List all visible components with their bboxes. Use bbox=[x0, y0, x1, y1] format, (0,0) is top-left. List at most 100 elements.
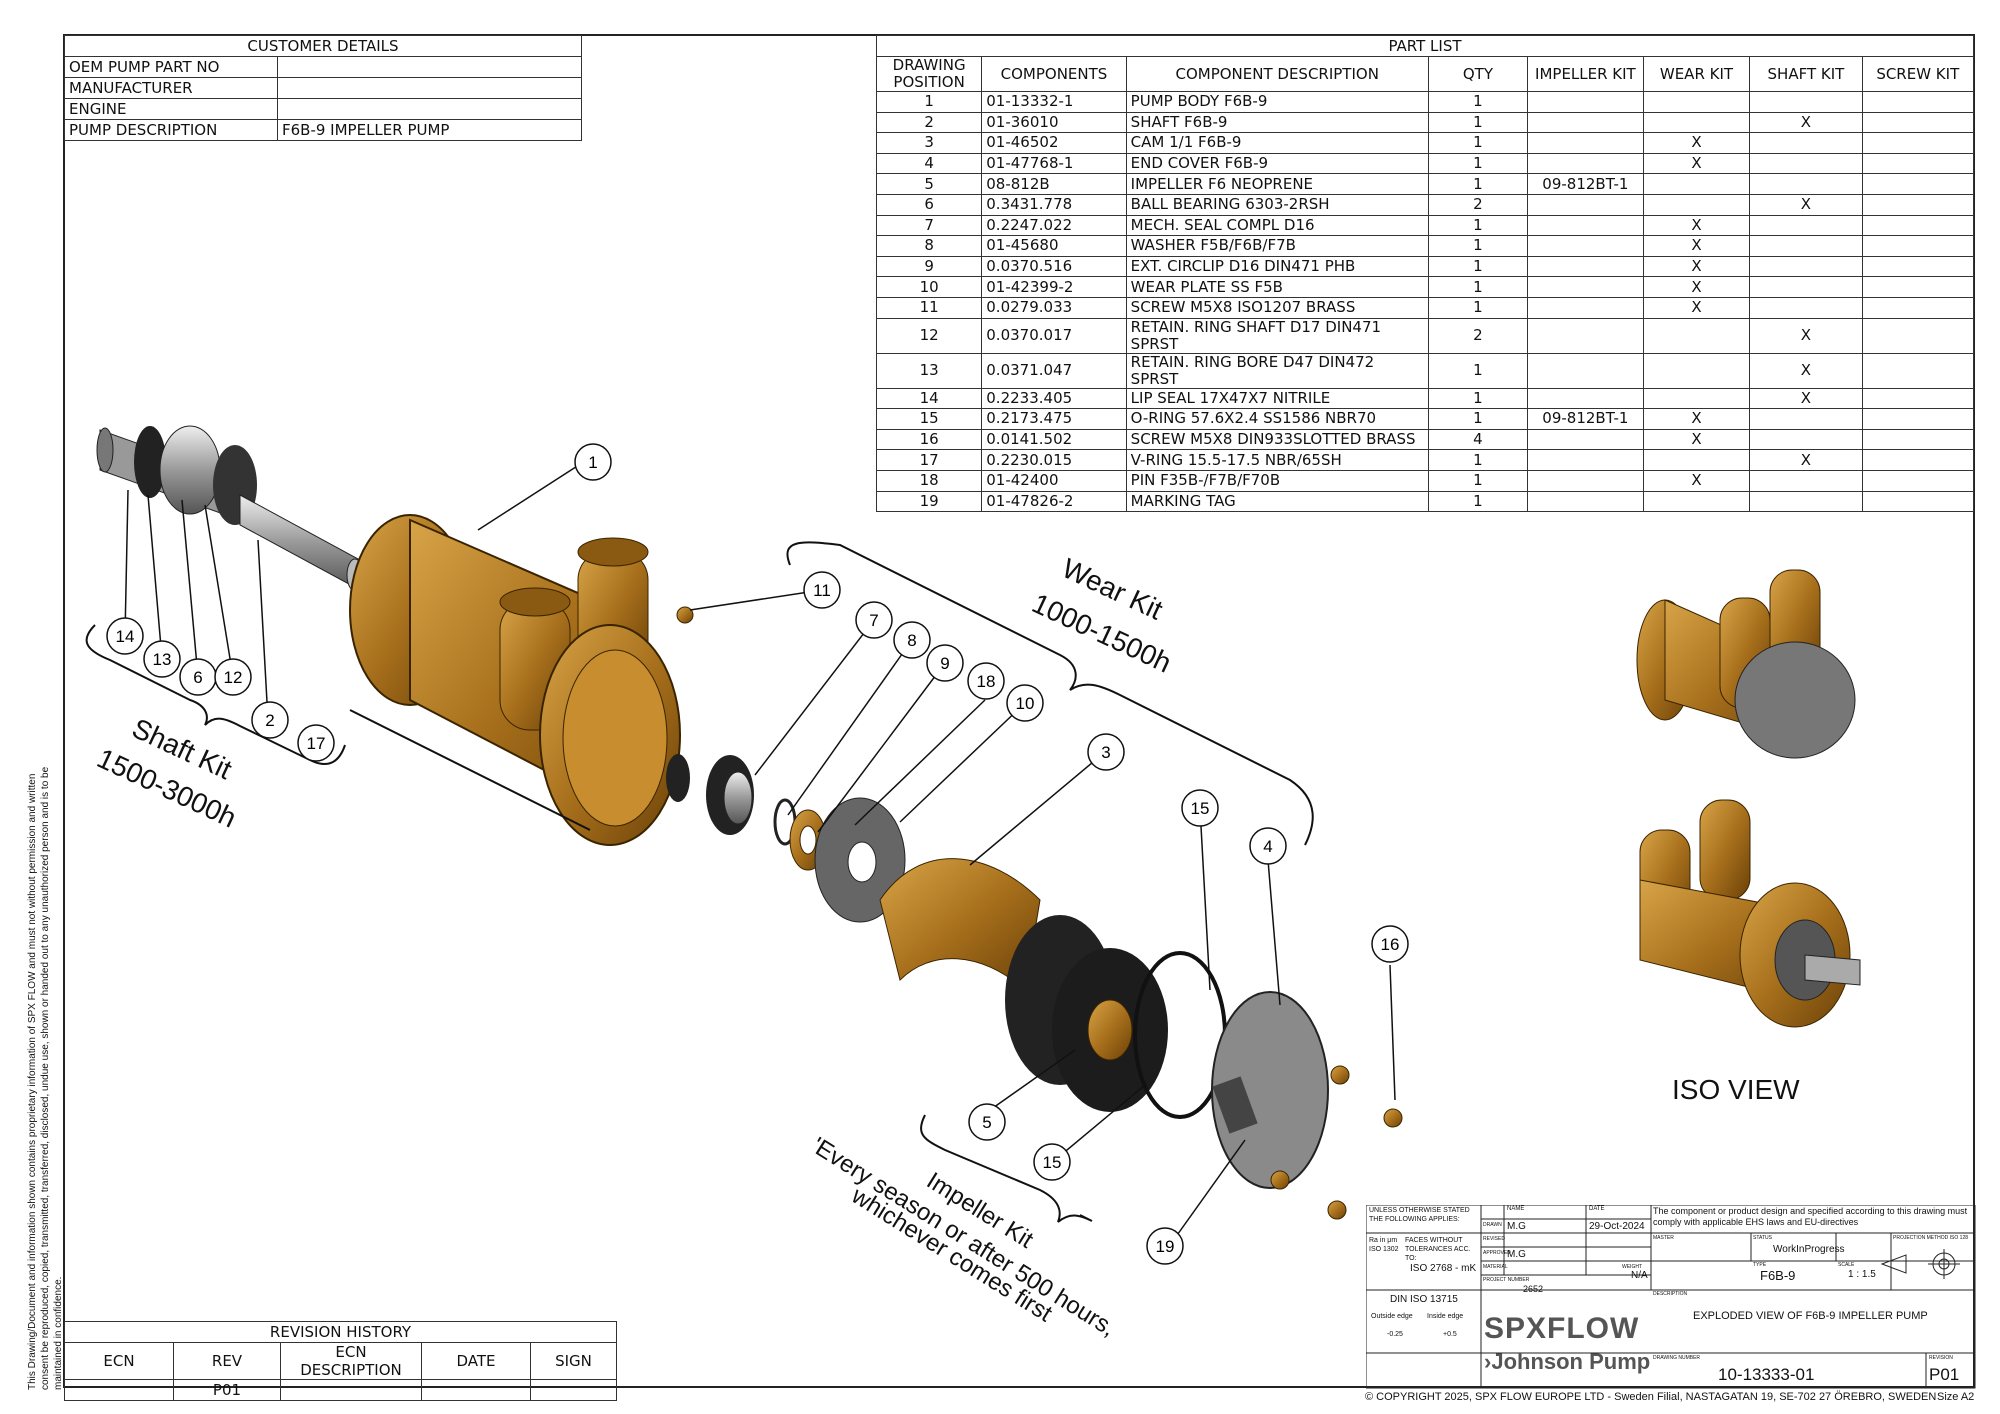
callout-bubble bbox=[1249, 827, 1287, 865]
callout-bubble bbox=[574, 443, 612, 481]
cell bbox=[1642, 317, 1751, 354]
tb-revised-label: REVISED bbox=[1483, 1236, 1505, 1242]
tb-revision: P01 bbox=[1929, 1365, 1960, 1384]
tb-revision-label: REVISION bbox=[1929, 1355, 1953, 1361]
tb-type-label: TYPE bbox=[1753, 1262, 1767, 1268]
cell: RETAIN. RING BORE D47 DIN472 SPRST bbox=[1125, 352, 1429, 389]
callout-number: 6 bbox=[193, 668, 202, 687]
cell: PUMP DESCRIPTION bbox=[64, 119, 278, 141]
callout-bubble bbox=[968, 1103, 1006, 1141]
shaft-kit-brace bbox=[85, 624, 346, 765]
tb-project: 2652 bbox=[1523, 1284, 1544, 1294]
cell: 10 bbox=[875, 276, 983, 298]
shaft-assembly bbox=[96, 425, 364, 592]
callout-bubble bbox=[1033, 1143, 1071, 1181]
tb-status: WorkInProgress bbox=[1773, 1244, 1845, 1255]
cell: CAM 1/1 F6B-9 bbox=[1125, 132, 1429, 154]
callout-bubble bbox=[1087, 733, 1125, 771]
tb-approved: M.G bbox=[1507, 1249, 1526, 1260]
callout-number: 10 bbox=[1016, 694, 1035, 713]
cell: 1 bbox=[1427, 352, 1529, 389]
callout-number: 3 bbox=[1101, 743, 1110, 762]
cell: F6B-9 IMPELLER PUMP bbox=[277, 119, 582, 141]
johnson-pump-text: Johnson Pump bbox=[1491, 1349, 1651, 1374]
cell: EXT. CIRCLIP D16 DIN471 PHB bbox=[1125, 255, 1429, 278]
tb-master-label: MASTER bbox=[1653, 1235, 1674, 1241]
callout-bubble bbox=[1371, 925, 1409, 963]
part-list-header-cell: DRAWING POSITION bbox=[875, 56, 983, 92]
rev-header-ecn: ECN bbox=[64, 1342, 174, 1380]
tb-name-label: NAME bbox=[1507, 1206, 1525, 1212]
revision-history-title: REVISION HISTORY bbox=[64, 1321, 617, 1343]
cell: 0.0370.017 bbox=[981, 317, 1127, 354]
iso-view-bottom bbox=[1639, 799, 1861, 1028]
tb-weight: N/A bbox=[1631, 1270, 1648, 1281]
callout-number: 18 bbox=[977, 672, 996, 691]
callout-bubble bbox=[251, 701, 289, 739]
callout-number: 1 bbox=[588, 453, 597, 472]
iso-view-label: ISO VIEW bbox=[1672, 1074, 1800, 1105]
cell: 0.2247.022 bbox=[981, 214, 1127, 237]
wear-kit-brace bbox=[786, 541, 1314, 846]
part-list-header-cell: SHAFT KIT bbox=[1749, 56, 1863, 92]
chevron-icon: › bbox=[1484, 1349, 1492, 1374]
callout-bubble bbox=[926, 644, 964, 682]
tb-date: 29-Oct-2024 bbox=[1589, 1221, 1645, 1232]
tb-iso2768: ISO 2768 - mK bbox=[1410, 1263, 1477, 1274]
impeller-kit-brace bbox=[920, 1114, 1093, 1223]
callout-bubble bbox=[143, 640, 181, 678]
tb-unless-stated: UNLESS OTHERWISE STATED THE FOLLOWING AP… bbox=[1369, 1207, 1470, 1223]
tb-scale-label: SCALE bbox=[1838, 1262, 1855, 1268]
table-row: MANUFACTURER bbox=[64, 77, 582, 99]
tb-ra: Ra in μm ISO 1302 bbox=[1369, 1237, 1399, 1253]
callout-number: 12 bbox=[224, 668, 243, 687]
tb-drawn: M.G bbox=[1507, 1221, 1526, 1232]
tb-material-label: MATERIAL bbox=[1483, 1264, 1508, 1270]
callout-bubble bbox=[214, 658, 252, 696]
customer-details-table: CUSTOMER DETAILS OEM PUMP PART NO MANUFA… bbox=[64, 35, 582, 141]
leader-17 bbox=[349, 709, 591, 831]
screws-16 bbox=[1270, 1065, 1403, 1220]
cell: BALL BEARING 6303-2RSH bbox=[1125, 193, 1429, 216]
callout-number: 11 bbox=[813, 581, 831, 600]
callout-bubble bbox=[1181, 789, 1219, 827]
rev-header-date: DATE bbox=[421, 1342, 531, 1380]
callout-number: 15 bbox=[1191, 799, 1210, 818]
tb-scale: 1 : 1.5 bbox=[1848, 1269, 1876, 1280]
tb-date-label: DATE bbox=[1589, 1206, 1605, 1212]
cell: 0.2230.015 bbox=[981, 449, 1127, 471]
part-list-header-cell: COMPONENT DESCRIPTION bbox=[1125, 56, 1429, 92]
callout-number: 15 bbox=[1043, 1153, 1062, 1172]
callout-bubble bbox=[855, 601, 893, 639]
revision-history-table: REVISION HISTORY ECN REV ECN DESCRIPTION… bbox=[64, 1321, 617, 1401]
part-list-header-cell: WEAR KIT bbox=[1642, 56, 1751, 92]
tb-din: DIN ISO 13715 bbox=[1390, 1294, 1458, 1305]
cell bbox=[1861, 490, 1975, 513]
callout-number: 8 bbox=[907, 631, 916, 650]
tb-project-label: PROJECT NUMBER bbox=[1483, 1277, 1530, 1283]
cell: MANUFACTURER bbox=[64, 77, 278, 99]
callout-number: 4 bbox=[1263, 837, 1272, 856]
cell: WASHER F5B/F6B/F7B bbox=[1125, 235, 1429, 257]
part-list-header-cell: IMPELLER KIT bbox=[1527, 56, 1644, 92]
cell: 12 bbox=[875, 317, 983, 354]
cell: 19 bbox=[875, 490, 983, 513]
cell: 0.2173.475 bbox=[981, 408, 1127, 430]
title-block bbox=[1366, 1205, 1976, 1389]
table-row: OEM PUMP PART NO bbox=[64, 56, 582, 78]
cell: 09-812BT-1 bbox=[1527, 173, 1644, 195]
